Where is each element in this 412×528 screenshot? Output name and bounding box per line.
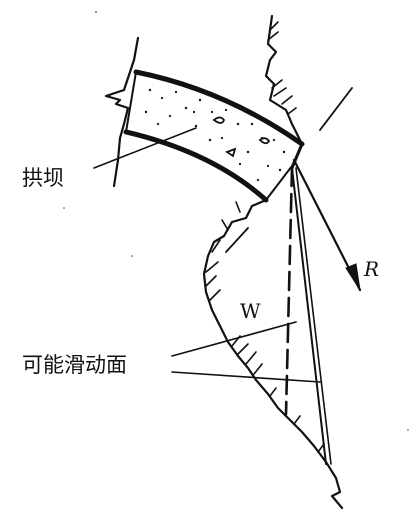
aggregate-stone-3 [225, 147, 237, 158]
sliding-surface-leader-2 [171, 371, 321, 383]
upper-rock-hatching [267, 21, 297, 115]
aggregate-stone-2 [258, 137, 271, 145]
thrust-r-arrowhead [345, 263, 361, 291]
sliding-plane-line-b [295, 167, 332, 465]
aggregate-stone-1 [212, 116, 226, 124]
sliding-surface-label: 可能滑动面 [22, 353, 127, 377]
arch-dam-downstream-face [123, 129, 269, 203]
arch-dam-body [124, 70, 304, 202]
scan-specks [63, 11, 409, 431]
abutment-tangent-line [319, 87, 353, 131]
weight-line-dashed [284, 166, 294, 416]
arch-dam-leader-line [93, 127, 197, 169]
sliding-plane-line-a [291, 167, 327, 465]
thrust-r-label: R [363, 257, 379, 281]
lower-abutment-rock-surface [202, 198, 344, 510]
upstream-rock-boundary [104, 36, 140, 188]
arch-dam-label: 拱坝 [22, 166, 64, 190]
concrete-stipple-pattern [144, 88, 286, 182]
wedge-tick-mark [225, 227, 249, 253]
weight-w-label: W [240, 299, 261, 323]
sliding-surface-leader-1 [171, 321, 297, 357]
arch-dam-upstream-face [133, 69, 305, 147]
arch-dam-abutment-edge [290, 142, 304, 170]
lower-rock-hatching [205, 201, 325, 453]
